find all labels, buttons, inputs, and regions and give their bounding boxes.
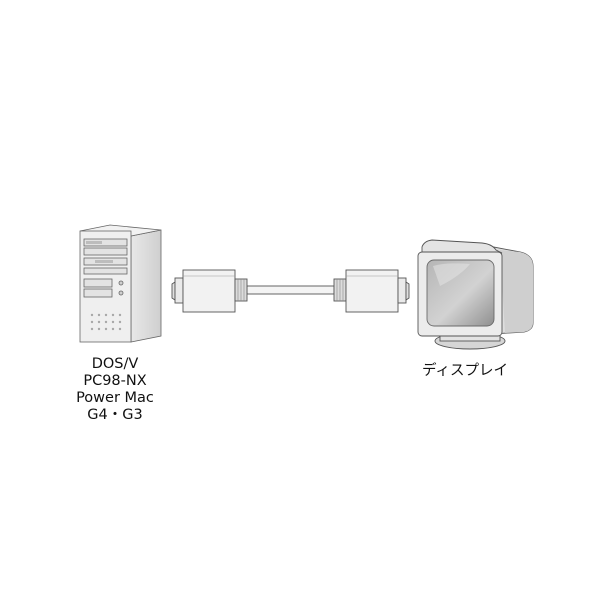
d-sub-cable-icon: [171, 269, 410, 313]
pc-label-dos-v: DOS/V: [91, 356, 139, 372]
pc-type-labels: DOS/V PC98-NX Power Mac G4・G3: [50, 356, 180, 424]
crt-monitor-icon: [417, 239, 534, 350]
pc-label-pc98-nx: PC98-NX: [83, 373, 147, 389]
pc-label-g4-g3: G4・G3: [87, 407, 143, 423]
tower-pc-icon: [79, 224, 162, 343]
pc-label-power-mac: Power Mac: [76, 390, 154, 406]
display-label: ディスプレイ: [422, 363, 508, 379]
